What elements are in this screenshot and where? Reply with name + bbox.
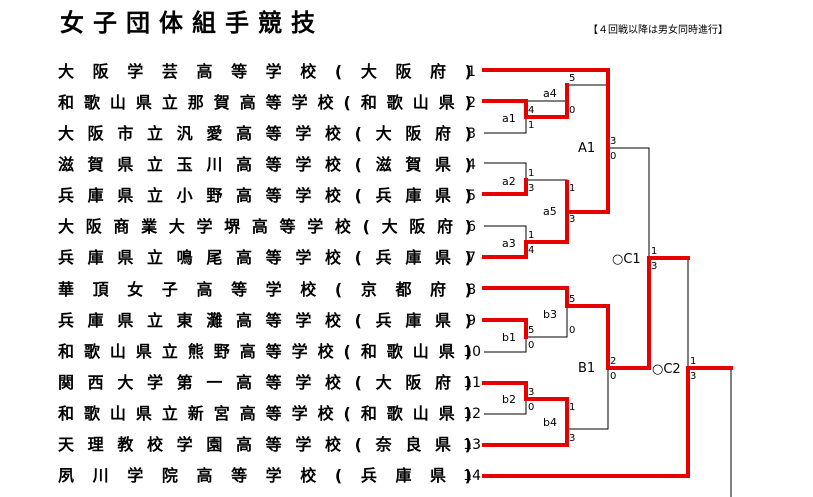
- score-A1-top: 3: [610, 136, 616, 147]
- winner-path: [482, 256, 690, 370]
- winner-lines: [482, 68, 733, 478]
- winner-path: [482, 146, 610, 259]
- score-a3-top: 1: [528, 230, 534, 241]
- match-labels: a1 a2 a3 a4 a5 b1 b2 b3 b4: [502, 87, 557, 429]
- bracket-line: [484, 337, 527, 353]
- score-b2-bottom: 0: [528, 402, 534, 413]
- schedule-note: 【４回戦以降は男女同時進行】: [588, 25, 728, 36]
- score-a4-top: 5: [569, 73, 575, 84]
- seed-number: 13: [463, 437, 481, 453]
- match-label-a2: a2: [502, 175, 516, 188]
- loser-lines: [484, 84, 732, 497]
- seed-number: 10: [463, 344, 481, 360]
- team-name: 兵庫県立東灘高等学校(兵庫県): [58, 311, 472, 330]
- match-label-C1: ○C1: [612, 252, 641, 267]
- team-name: 和歌山県立熊野高等学校(和歌山県): [58, 342, 472, 361]
- team-name: 華頂女子高等学校(京都府): [58, 280, 472, 299]
- winner-path: [482, 366, 733, 478]
- seed-number: 1: [467, 64, 476, 80]
- bracket-line: [526, 306, 568, 338]
- winner-path: [482, 427, 569, 447]
- seed-number: 7: [467, 250, 476, 266]
- match-label-a3: a3: [502, 237, 516, 250]
- score-b1-bottom: 0: [528, 340, 534, 351]
- round-labels: A1 B1 ○C1 ○C2: [578, 141, 681, 377]
- seed-number: 4: [467, 157, 476, 173]
- score-B1-bottom: 0: [610, 371, 616, 382]
- score-b2-top: 3: [528, 387, 534, 398]
- match-label-A1: A1: [578, 141, 595, 156]
- match-label-a1: a1: [502, 112, 516, 125]
- score-b4-top: 1: [569, 402, 575, 413]
- seed-number: 2: [467, 95, 476, 111]
- score-C1-top: 1: [651, 246, 657, 257]
- match-label-b3: b3: [543, 308, 557, 321]
- match-label-B1: B1: [578, 361, 595, 376]
- score-a5-bottom: 3: [569, 214, 575, 225]
- score-B1-top: 2: [610, 356, 616, 367]
- match-label-C2: ○C2: [652, 362, 681, 377]
- score-a1-top: 4: [528, 105, 534, 116]
- match-label-b1: b1: [502, 331, 516, 344]
- team-name: 関西大学第一高等学校(大阪府): [58, 373, 472, 392]
- score-b3-top: 5: [569, 294, 575, 305]
- match-label-b2: b2: [502, 393, 516, 406]
- winner-path: [482, 381, 569, 431]
- score-a5-top: 1: [569, 183, 575, 194]
- match-label-a4: a4: [543, 87, 557, 100]
- team-name: 天理教校学園高等学校(奈良県): [58, 435, 472, 454]
- team-name: 兵庫県立鳴尾高等学校(兵庫県): [58, 248, 472, 267]
- winner-path: [482, 83, 569, 119]
- seed-number: 14: [463, 468, 481, 484]
- bracket-line: [567, 84, 609, 148]
- score-b1-top: 5: [528, 325, 534, 336]
- score-a2-bottom: 3: [528, 183, 534, 194]
- seed-number: 5: [467, 188, 476, 204]
- bracket-line: [567, 368, 609, 430]
- team-name: 兵庫県立小野高等学校(兵庫県): [58, 186, 472, 205]
- bracket-line: [484, 117, 527, 134]
- bracket-line: [484, 225, 527, 242]
- scores: 4 1 1 3 1 4 5 0 1 3 3 0 5 0 3 0 5 0 1 3 …: [528, 73, 696, 444]
- bracket-line: [484, 399, 527, 415]
- team-name: 和歌山県立新宮高等学校(和歌山県): [58, 404, 472, 423]
- seed-number: 12: [463, 406, 481, 422]
- score-a3-bottom: 4: [528, 245, 534, 256]
- team-name: 滋賀県立玉川高等学校(滋賀県): [58, 155, 472, 174]
- match-label-a5: a5: [543, 205, 557, 218]
- bracket-line: [608, 147, 650, 258]
- match-label-b4: b4: [543, 416, 557, 429]
- bracket-line: [484, 162, 527, 180]
- page-title: 女子団体組手競技: [60, 9, 324, 37]
- team-name: 大阪学芸高等学校(大阪府): [58, 62, 472, 81]
- seed-number: 3: [467, 126, 476, 142]
- team-name: 大阪市立汎愛高等学校(大阪府): [58, 124, 472, 143]
- seed-number: 11: [463, 375, 481, 391]
- winner-path: [482, 318, 528, 339]
- seed-number: 9: [467, 313, 476, 329]
- seed-number: 6: [467, 219, 476, 235]
- winner-path: [482, 178, 528, 196]
- score-C1-bottom: 3: [651, 261, 657, 272]
- score-a2-top: 1: [528, 168, 534, 179]
- seed-number: 8: [467, 282, 476, 298]
- score-A1-bottom: 0: [610, 151, 616, 162]
- score-b4-bottom: 3: [569, 433, 575, 444]
- winner-path: [482, 68, 610, 150]
- score-a1-bottom: 1: [528, 120, 534, 131]
- score-C2-bottom: 3: [690, 371, 696, 382]
- score-a4-bottom: 0: [569, 105, 575, 116]
- team-name: 大阪商業大学堺高等学校(大阪府): [58, 217, 472, 236]
- score-b3-bottom: 0: [569, 325, 575, 336]
- team-name: 夙川学院高等学校(兵庫県): [58, 466, 472, 485]
- score-C2-top: 1: [690, 356, 696, 367]
- team-name: 和歌山県立那賀高等学校(和歌山県): [58, 93, 472, 112]
